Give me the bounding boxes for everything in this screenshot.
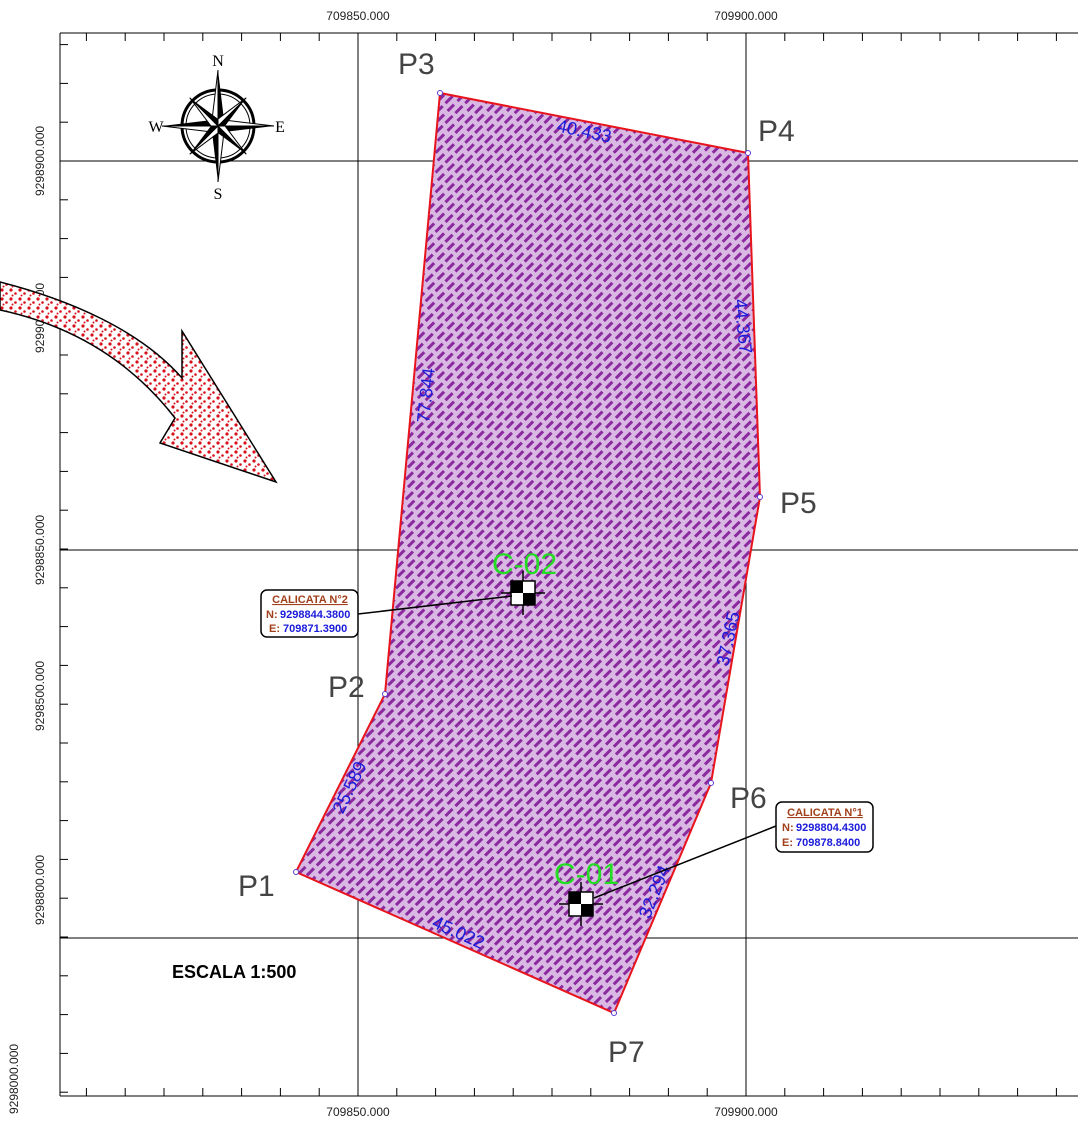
calicata-c02-tag: C-02: [492, 548, 557, 581]
calicata-c01-e-key: E:: [782, 837, 793, 849]
direction-arrow-icon: [0, 281, 278, 484]
grid-y-label-6: 9298000.000: [7, 1044, 21, 1114]
grid-x-bottom-2: 709900.000: [714, 1105, 778, 1119]
point-label-p7: P7: [608, 1036, 645, 1069]
calicata-c01-n-key: N:: [782, 822, 794, 834]
point-label-p1: P1: [238, 870, 275, 903]
calicata-c02-marker-icon: [501, 571, 545, 615]
calicata-c01-marker-icon: [559, 882, 603, 926]
point-label-p3: P3: [398, 48, 435, 81]
grid-x-bottom-1: 709850.000: [326, 1105, 390, 1119]
grid-x-top-2: 709900.000: [714, 9, 778, 23]
compass-rose-icon: N S E W: [148, 53, 284, 203]
map-frame: [59, 32, 1078, 1097]
compass-south: S: [214, 186, 223, 203]
calicata-c02-title: CALICATA N°2: [272, 594, 348, 606]
calicata-c01-tag: C-01: [554, 858, 619, 891]
calicata-c01-east: 709878.8400: [796, 837, 860, 849]
compass-east: E: [275, 119, 285, 136]
calicata-c02-info-box: CALICATA N°2 N: 9298844.3800 E: 709871.3…: [260, 589, 359, 638]
grid-y-label-5: 9298800.000: [33, 855, 47, 925]
scale-label: ESCALA 1:500: [172, 962, 296, 982]
vertex-markers: [293, 90, 763, 1016]
calicata-c02-north: 9298844.3800: [280, 609, 350, 621]
point-label-p6: P6: [730, 782, 767, 815]
grid-y-label-1: 9298900.000: [33, 126, 47, 196]
calicata-c02-leader: [357, 595, 513, 615]
compass-north: N: [212, 53, 224, 70]
calicata-c01-north: 9298804.4300: [796, 822, 866, 834]
calicata-c02-n-key: N:: [266, 609, 278, 621]
calicata-c02-east: 709871.3900: [283, 623, 347, 635]
calicata-c01-title: CALICATA N°1: [787, 807, 863, 819]
grid-y-label-3: 9298850.000: [33, 515, 47, 585]
point-label-p2: P2: [328, 671, 365, 704]
grid-y-label-4: 9298500.000: [33, 661, 47, 731]
parcel-polygon: [294, 91, 762, 1015]
grid-x-top-1: 709850.000: [326, 9, 390, 23]
point-label-p4: P4: [758, 115, 795, 148]
calicata-c01-leader: [593, 825, 777, 899]
point-label-p5: P5: [780, 487, 817, 520]
compass-west: W: [148, 119, 164, 136]
calicata-c01-info-box: CALICATA N°1 N: 9298804.4300 E: 709878.8…: [775, 801, 874, 853]
calicata-c02-e-key: E:: [269, 623, 280, 635]
